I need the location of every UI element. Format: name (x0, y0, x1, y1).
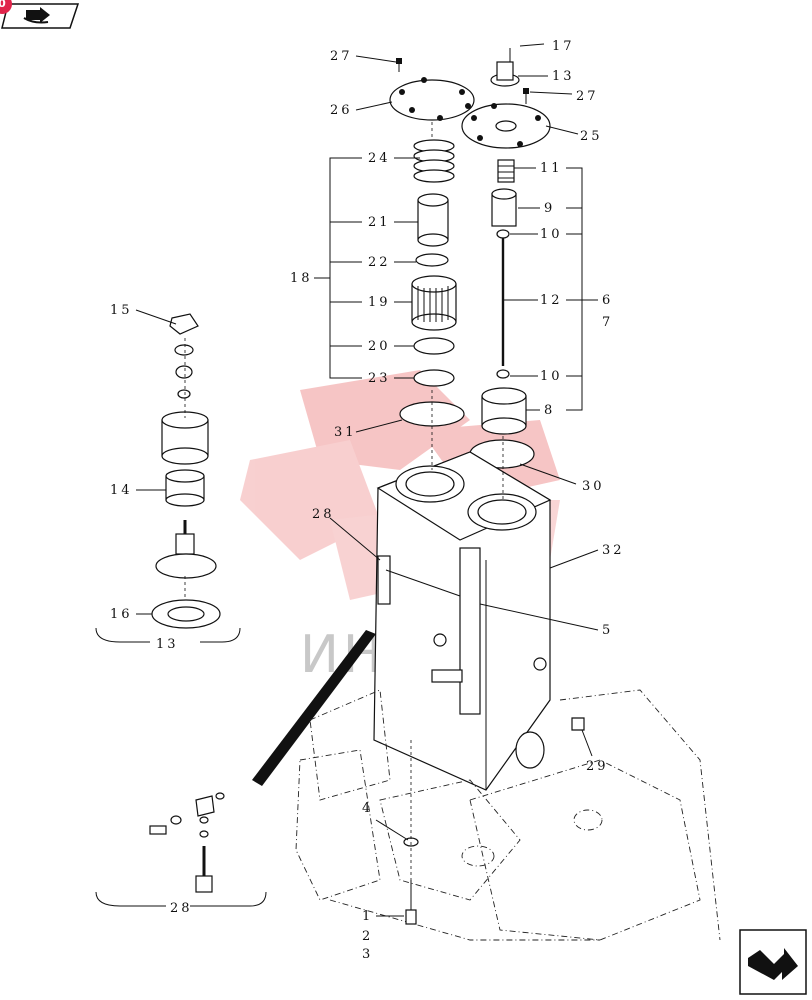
bearing-14 (165, 469, 205, 507)
callout-23: 23 (368, 371, 391, 386)
leader-arrow (252, 630, 376, 786)
callout-12: 12 (540, 293, 563, 308)
callout-5: 5 (602, 623, 613, 638)
callout-9: 9 (544, 201, 555, 216)
washer-left-2 (177, 389, 191, 399)
body-9 (491, 188, 517, 227)
callout-31: 31 (334, 425, 357, 440)
callout-labels: 27 26 17 13 27 25 24 11 21 9 10 22 18 19… (110, 39, 625, 962)
callout-27a: 27 (330, 49, 353, 64)
bolt-27b (523, 88, 529, 104)
bolt-27a (396, 58, 402, 72)
washer-left-1 (174, 344, 194, 356)
callout-28b: 28 (170, 901, 193, 916)
callout-10b: 10 (540, 369, 563, 384)
callout-14: 14 (110, 483, 133, 498)
cover-25 (461, 103, 551, 149)
callout-10a: 10 (540, 227, 563, 242)
callout-24: 24 (368, 151, 391, 166)
gauge-28 (377, 555, 461, 605)
callout-13a: 13 (552, 69, 575, 84)
callout-22: 22 (368, 255, 391, 270)
next-page-button[interactable] (738, 928, 808, 996)
filter-19 (411, 275, 457, 331)
callout-4: 4 (362, 801, 373, 816)
callout-19: 19 (368, 295, 391, 310)
bracket-13 (95, 627, 241, 643)
tank-32 (373, 451, 552, 791)
callout-25: 25 (580, 129, 603, 144)
callout-1: 1 (362, 909, 373, 924)
assembly-axes (184, 122, 504, 910)
spring-24 (413, 139, 455, 183)
hub-left (155, 520, 217, 579)
spring-11 (497, 159, 515, 183)
oring-22 (415, 253, 449, 267)
callout-13b: 13 (156, 637, 179, 652)
callout-28a: 28 (312, 507, 335, 522)
callout-18: 18 (290, 271, 313, 286)
nut-10b (496, 369, 510, 379)
cover-26 (389, 77, 475, 121)
nut-left (175, 365, 193, 379)
callout-21: 21 (368, 215, 391, 230)
callout-26: 26 (330, 103, 353, 118)
prev-page-button[interactable]: 0 (0, 0, 80, 32)
gauge-28-parts (149, 792, 225, 893)
callout-7: 7 (602, 315, 613, 330)
callout-15: 15 (110, 303, 133, 318)
callout-3: 3 (362, 947, 373, 962)
callout-32: 32 (602, 543, 625, 558)
callout-2: 2 (362, 929, 373, 944)
flange-16 (151, 599, 221, 629)
filter-8 (481, 387, 527, 435)
bracket-28 (95, 891, 267, 907)
nut-10a (496, 229, 510, 239)
bolt-29 (571, 717, 585, 731)
callout-6: 6 (602, 293, 613, 308)
callout-17: 17 (552, 39, 575, 54)
ring-20 (413, 337, 455, 355)
arrow-right-icon (739, 929, 807, 995)
leader-lines (135, 43, 599, 917)
callout-11: 11 (540, 161, 563, 176)
arrow-left-icon (1, 3, 80, 29)
callout-16: 16 (110, 607, 133, 622)
cap-15 (169, 313, 199, 335)
element-21 (417, 193, 449, 247)
prev-badge: 0 (0, 0, 12, 14)
callout-20: 20 (368, 339, 391, 354)
cap-13 (490, 48, 520, 87)
callout-30: 30 (582, 479, 605, 494)
chassis-frame (295, 689, 721, 941)
callout-29: 29 (586, 759, 609, 774)
cylinder-left (161, 411, 209, 465)
ring-23 (413, 369, 455, 387)
callout-27b: 27 (576, 89, 599, 104)
callout-8: 8 (544, 403, 555, 418)
